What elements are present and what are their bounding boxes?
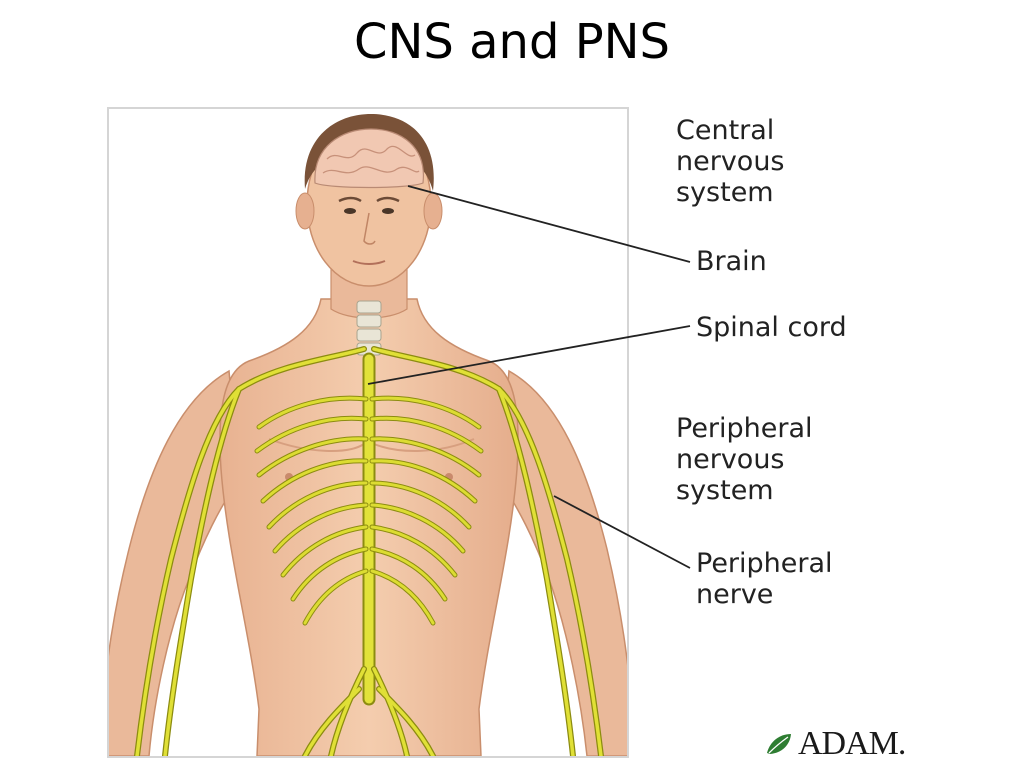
label-peripheral-nervous-system: Peripheral nervous system bbox=[676, 413, 813, 506]
label-central-nervous-system: Central nervous system bbox=[676, 115, 785, 208]
anatomy-illustration bbox=[107, 107, 629, 758]
label-peripheral-nerve: Peripheral nerve bbox=[696, 548, 833, 610]
adam-logo: ADAM. bbox=[764, 724, 906, 764]
label-spinal-cord: Spinal cord bbox=[696, 312, 847, 343]
logo-text: ADAM. bbox=[798, 725, 906, 762]
slide-title: CNS and PNS bbox=[353, 14, 671, 70]
leaf-icon bbox=[767, 734, 791, 754]
body-figure bbox=[109, 114, 627, 756]
brain bbox=[314, 128, 424, 189]
intercostal-nerves bbox=[254, 395, 484, 626]
label-brain: Brain bbox=[696, 246, 767, 277]
